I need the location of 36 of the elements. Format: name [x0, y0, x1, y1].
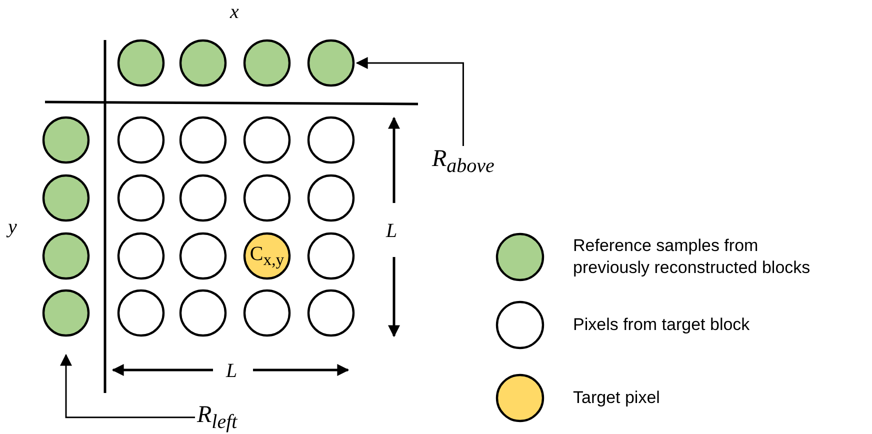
pixel-circle: [243, 174, 291, 222]
region-label: R$_{left}$: [197, 402, 238, 433]
legend-text: Reference samples from previously reconstructed blocks: [573, 235, 812, 280]
pixel-circle: [307, 116, 355, 164]
leader-arrow: [356, 57, 464, 146]
reference-sample-circle: [243, 39, 291, 87]
pixel-label: C$_{x,y}$: [250, 244, 284, 268]
region-label: R$_{above}$: [432, 146, 494, 177]
pixel-circle: [307, 232, 355, 280]
axis-label: y: [8, 217, 17, 237]
pixel-circle: [307, 289, 355, 337]
pixel-circle: [179, 232, 227, 280]
reference-sample-circle: [42, 232, 90, 280]
pixel-circle: [117, 116, 165, 164]
legend-text: Target pixel: [573, 387, 661, 409]
reference-sample-circle: [307, 39, 355, 87]
leader-arrow: [60, 354, 195, 418]
axis-label: x: [230, 2, 239, 22]
dimension-label: L: [226, 361, 238, 381]
pixel-circle: [243, 289, 291, 337]
pixel-circle: [243, 116, 291, 164]
pixel-circle: [179, 174, 227, 222]
pixel-circle: [117, 232, 165, 280]
reference-sample-circle: [179, 39, 227, 87]
reference-sample-circle: [42, 289, 90, 337]
pixel-circle: [179, 289, 227, 337]
legend-text: Pixels from target block: [573, 314, 751, 336]
target-pixel-circle: [243, 232, 291, 280]
pixel-circle: [117, 174, 165, 222]
pixel-circle: [307, 174, 355, 222]
reference-sample-circle: [42, 116, 90, 164]
pixel-circle: [117, 289, 165, 337]
dimension-label: L: [386, 221, 398, 241]
pixel-circle: [179, 116, 227, 164]
reference-sample-circle: [42, 174, 90, 222]
reference-sample-circle: [117, 39, 165, 87]
